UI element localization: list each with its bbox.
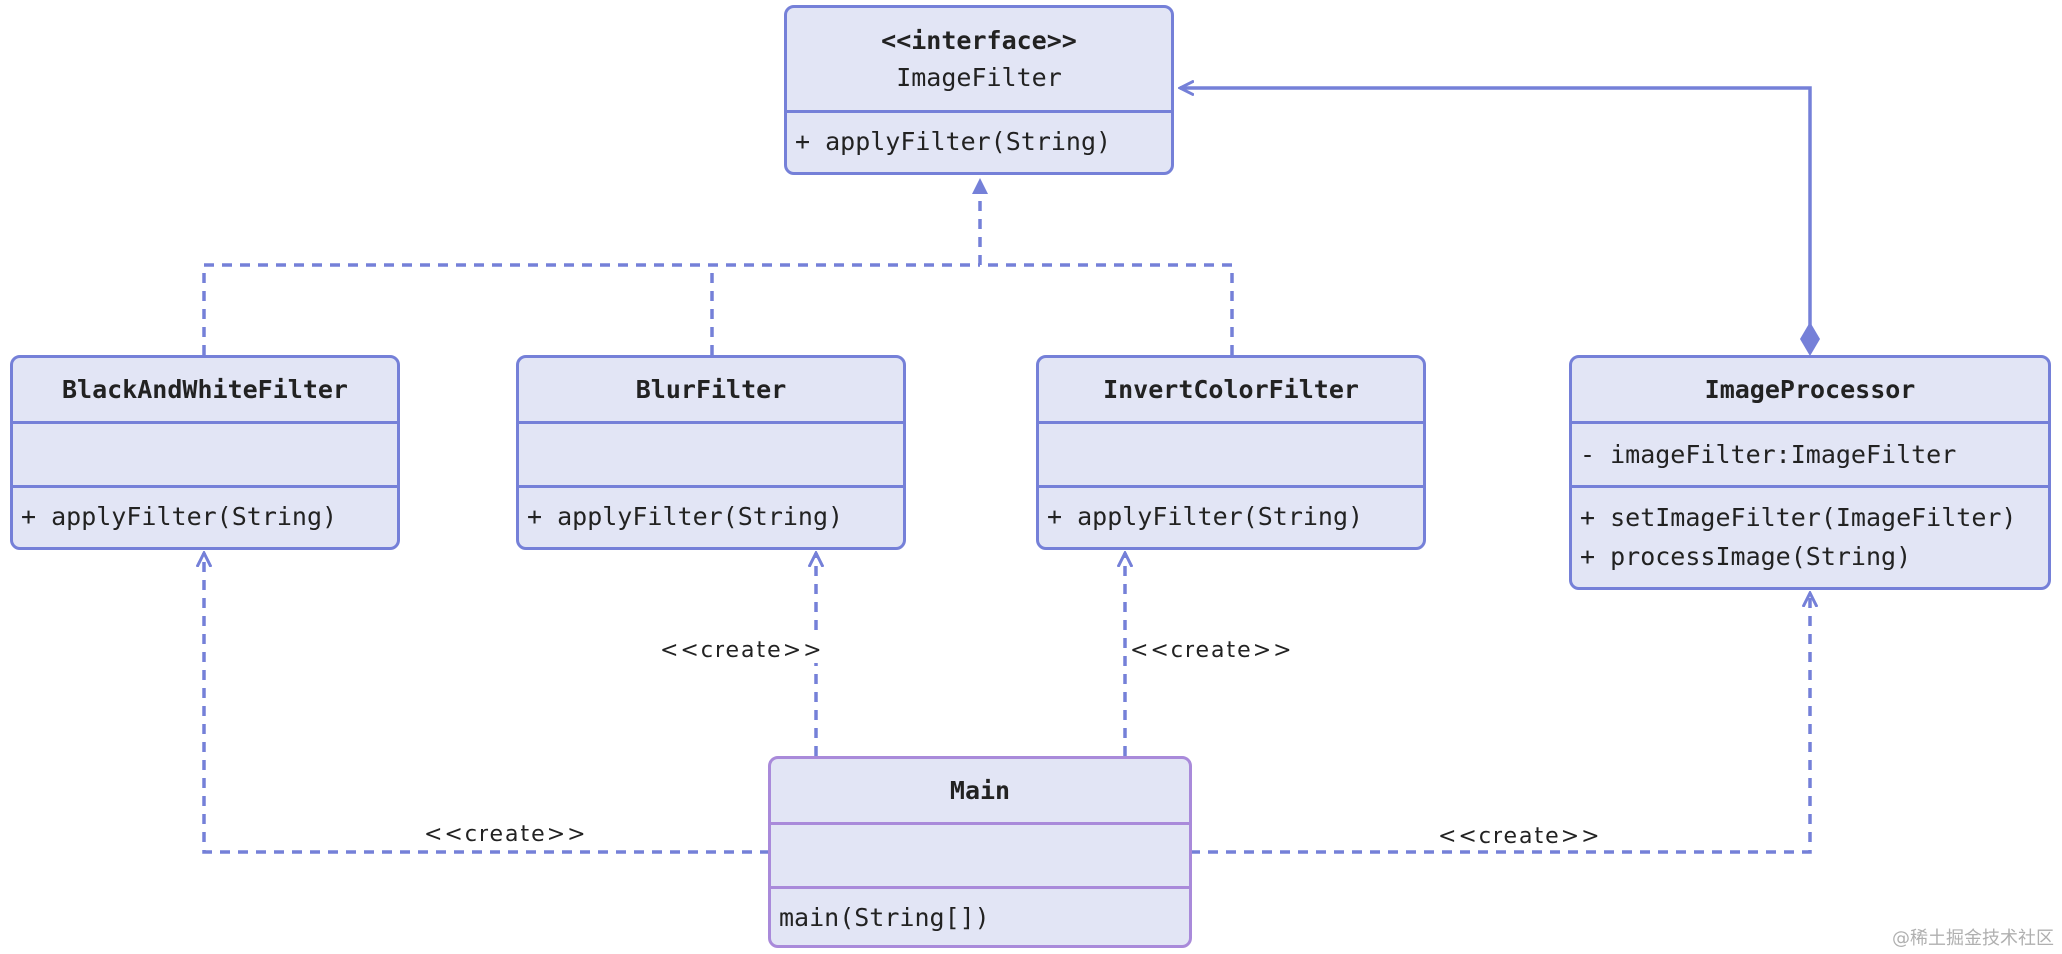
class-header: <<interface>> ImageFilter <box>787 8 1171 110</box>
class-black-and-white-filter[interactable]: BlackAndWhiteFilter + applyFilter(String… <box>10 355 400 550</box>
class-blur-filter[interactable]: BlurFilter + applyFilter(String) <box>516 355 906 550</box>
realization-edge-invert-color <box>980 263 1234 355</box>
composition-edge <box>1180 88 1812 328</box>
class-main[interactable]: Main main(String[]) <box>768 756 1192 948</box>
attribute-image-filter: - imageFilter:ImageFilter <box>1580 440 1957 469</box>
create-label-black-and-white: <<create>> <box>424 822 588 847</box>
create-edge-black-and-white <box>204 553 770 854</box>
class-methods: main(String[]) <box>771 886 1189 945</box>
class-methods: + applyFilter(String) <box>13 485 397 545</box>
class-name: ImageFilter <box>896 63 1062 92</box>
class-name: ImageProcessor <box>1704 375 1916 404</box>
class-name: BlurFilter <box>635 375 787 404</box>
class-attributes <box>13 421 397 485</box>
class-invert-color-filter[interactable]: InvertColorFilter + applyFilter(String) <box>1036 355 1426 550</box>
method-process-image: + processImage(String) <box>1580 541 1912 571</box>
create-edge-image-processor <box>1190 593 1810 854</box>
class-stereotype: <<interface>> <box>881 26 1077 55</box>
class-attributes: - imageFilter:ImageFilter <box>1572 421 2048 485</box>
class-attributes <box>771 822 1189 886</box>
class-name: InvertColorFilter <box>1103 375 1359 404</box>
method-apply-filter: + applyFilter(String) <box>527 502 844 531</box>
class-methods: + applyFilter(String) <box>787 110 1171 170</box>
class-image-processor[interactable]: ImageProcessor - imageFilter:ImageFilter… <box>1569 355 2051 590</box>
class-attributes <box>519 421 903 485</box>
method-apply-filter: + applyFilter(String) <box>1047 502 1364 531</box>
method-apply-filter: + applyFilter(String) <box>795 127 1112 156</box>
method-main: main(String[]) <box>779 903 990 932</box>
class-name: Main <box>949 776 1011 805</box>
watermark: @稀土掘金技术社区 <box>1892 928 2054 949</box>
class-methods: + setImageFilter(ImageFilter) + processI… <box>1572 485 2048 585</box>
class-image-filter[interactable]: <<interface>> ImageFilter + applyFilter(… <box>784 5 1174 175</box>
class-attributes <box>1039 421 1423 485</box>
class-methods: + applyFilter(String) <box>1039 485 1423 545</box>
class-methods: + applyFilter(String) <box>519 485 903 545</box>
create-label-blur: <<create>> <box>660 638 824 663</box>
method-apply-filter: + applyFilter(String) <box>21 502 338 531</box>
create-label-image-processor: <<create>> <box>1438 824 1602 849</box>
method-set-image-filter: + setImageFilter(ImageFilter) <box>1580 502 2017 532</box>
realization-edge-black-and-white <box>202 263 980 355</box>
composition-diamond <box>1800 322 1820 356</box>
class-name: BlackAndWhiteFilter <box>62 375 348 404</box>
create-label-invert-color: <<create>> <box>1130 638 1294 663</box>
